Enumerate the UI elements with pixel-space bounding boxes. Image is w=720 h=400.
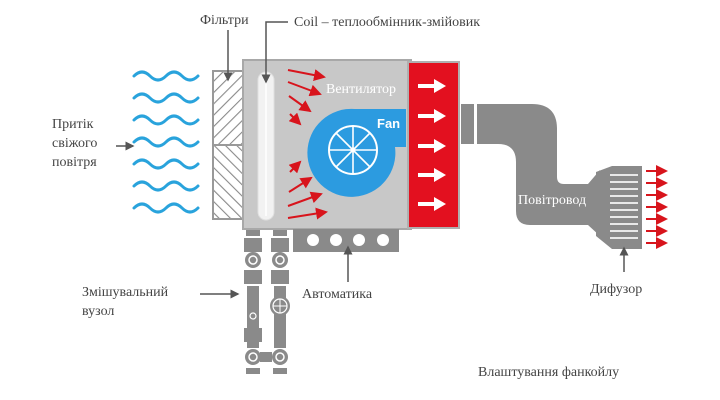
- fresh-air-waves-icon: [132, 70, 200, 214]
- air-duct: [461, 104, 642, 249]
- label-coil: Coil – теплообмінник-змійовик: [294, 15, 481, 30]
- label-automation: Автоматика: [302, 287, 373, 302]
- mixing-unit: [244, 230, 290, 374]
- label-fresh-air-2: свіжого: [52, 136, 98, 151]
- label-fresh-air-1: Притік: [52, 117, 94, 132]
- airflow-arrows-in: [287, 69, 328, 220]
- label-diffuser: Дифузор: [590, 282, 643, 297]
- label-fan-en: Fan: [377, 116, 401, 131]
- automation-box: [293, 229, 399, 252]
- label-fresh-air-3: повітря: [52, 155, 97, 170]
- label-filters: Фільтри: [200, 13, 249, 28]
- leader-lines: [200, 21, 629, 299]
- label-duct: Повітровод: [518, 193, 587, 208]
- label-mixing-unit-2: вузол: [82, 304, 115, 319]
- diffuser-output-arrows: [646, 165, 668, 249]
- label-mixing-unit-1: Змішувальний: [82, 285, 169, 300]
- filter-block: [212, 70, 244, 220]
- diagram-caption: Влаштування фанкойлу: [478, 365, 620, 380]
- label-fan-ua: Вентилятор: [326, 82, 397, 97]
- outlet-arrows-icon: [418, 79, 446, 211]
- diffuser-grille: [610, 174, 638, 239]
- fan-housing: [307, 108, 406, 197]
